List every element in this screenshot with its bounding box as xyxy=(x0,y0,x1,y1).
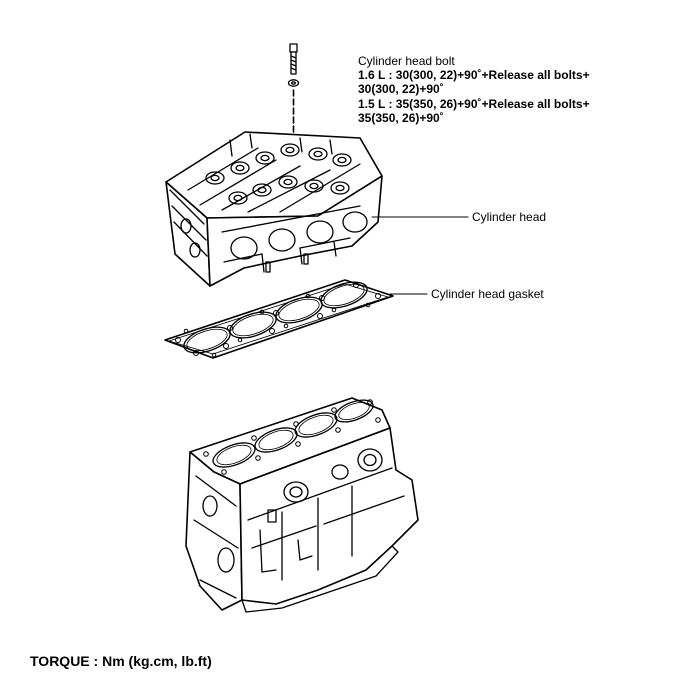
cylinder-head-bolt-label: Cylinder head bolt xyxy=(358,54,455,68)
bolt-torque-spec-1-5l-line2: 35(350, 26)+90˚ xyxy=(358,111,444,125)
cylinder-head-gasket xyxy=(164,279,394,359)
cylinder-head-gasket-label: Cylinder head gasket xyxy=(431,287,544,301)
bolt-torque-spec-1-6l-line2: 30(300, 22)+90˚ xyxy=(358,82,444,96)
cylinder-head xyxy=(165,131,383,287)
cylinder-head-label: Cylinder head xyxy=(472,210,547,224)
bolt-torque-spec-1-6l-line1: 1.6 L : 30(300, 22)+90˚+Release all bolt… xyxy=(358,68,590,82)
bolt-torque-spec-1-5l-line1: 1.5 L : 35(350, 26)+90˚+Release all bolt… xyxy=(358,97,590,111)
cylinder-head-bolt xyxy=(287,43,300,149)
torque-units-note: TORQUE : Nm (kg.cm, lb.ft) xyxy=(30,653,212,669)
cylinder-block xyxy=(185,397,419,613)
